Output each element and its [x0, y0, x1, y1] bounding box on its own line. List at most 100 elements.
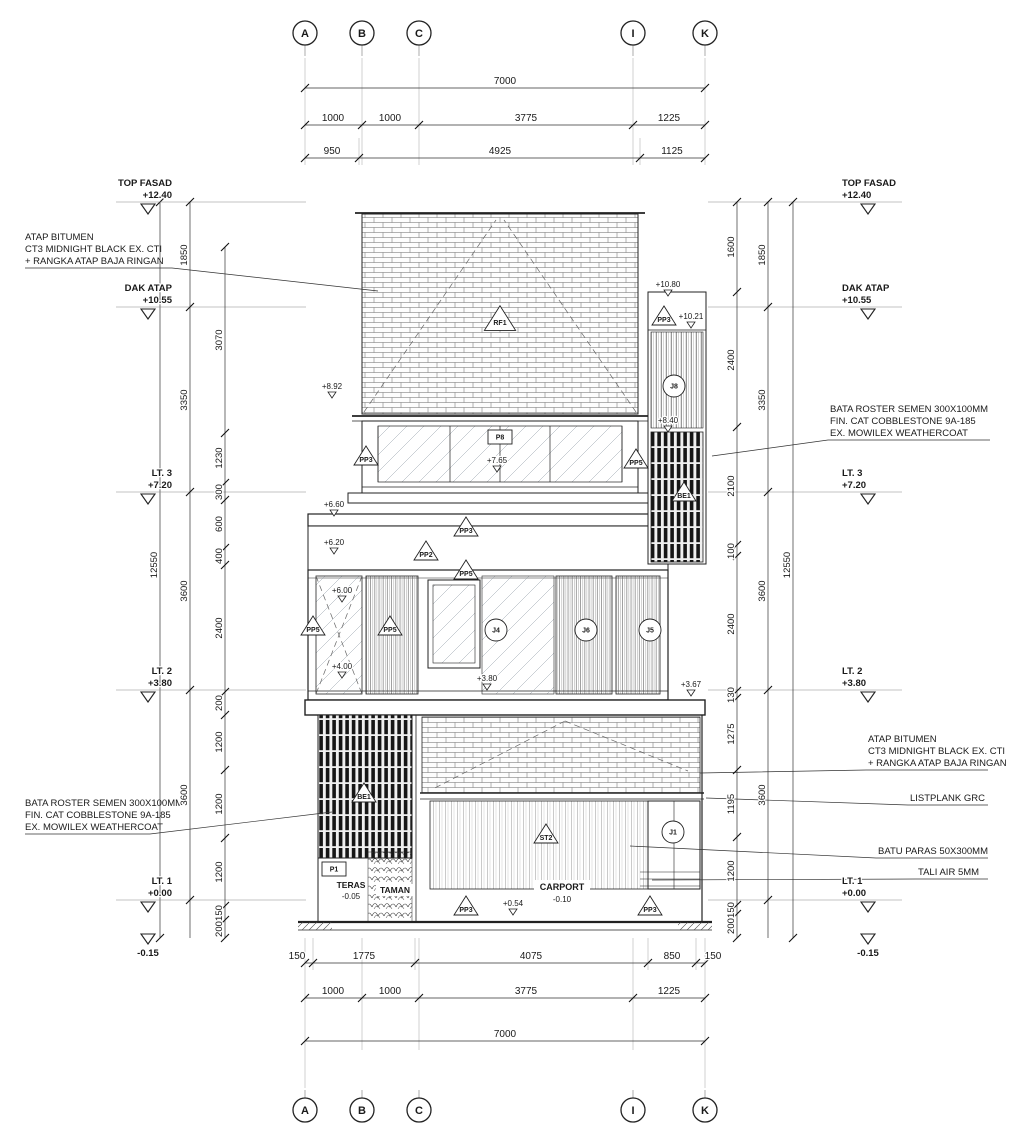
leader-line — [629, 845, 988, 859]
spot-arrow-icon — [329, 509, 339, 517]
annotation-listplank: LISTPLANK GRC — [705, 793, 988, 806]
dimension-text: 3070 — [214, 329, 225, 350]
annotation-line: FIN. CAT COBBLESTONE 9A-185 — [830, 416, 976, 427]
level-marker-icon — [859, 691, 877, 703]
level-value: -0.15 — [137, 948, 159, 959]
level-marker-icon — [139, 691, 157, 703]
grid-bubble-top-3 — [620, 20, 646, 46]
grid-label: B — [358, 28, 366, 40]
level-marker-icon — [859, 493, 877, 505]
level-value: +0.00 — [148, 888, 172, 899]
tag-label: PP5 — [459, 571, 472, 578]
dimension-text: 3775 — [515, 986, 538, 997]
tag-rf1-icon — [483, 304, 517, 331]
room-label-teras: TERAS — [337, 880, 366, 890]
dimension-text: 1600 — [726, 236, 737, 257]
level-value: +0.00 — [842, 888, 866, 899]
lt2-top-slab — [307, 513, 669, 527]
dimension-text: 7000 — [494, 76, 517, 87]
annotation-batu-paras: BATU PARAS 50X300MM — [629, 845, 988, 859]
level-value: +10.55 — [143, 295, 173, 306]
annotation-tali-air: TALI AIR 5MM — [651, 867, 988, 881]
spot-arrow-icon — [337, 595, 347, 603]
lt2-floor-slab — [304, 699, 706, 716]
spot-arrow-icon — [663, 425, 673, 433]
right-tower — [647, 291, 707, 565]
roof-hip-lines — [363, 219, 637, 413]
dimension-text: 1850 — [757, 244, 768, 265]
tag-label: RF1 — [493, 320, 506, 327]
dimension-text: 3600 — [757, 580, 768, 601]
spot-elevation: +6.00 — [332, 586, 353, 595]
grid-label: C — [415, 1105, 423, 1117]
tag-label: P8 — [496, 435, 505, 442]
level-marker-icon — [859, 901, 877, 913]
dimension-text: 12550 — [782, 552, 793, 578]
level-name: DAK ATAP — [842, 283, 890, 294]
annotation-line: + RANGKA ATAP BAJA RINGAN — [25, 256, 164, 267]
grid-bubble-bottom-2 — [406, 1097, 432, 1123]
level-value: +3.80 — [842, 678, 866, 689]
tag-pp5-icon — [623, 448, 649, 469]
grid-bubble-bottom-1 — [349, 1097, 375, 1123]
extension-lines-bottom — [304, 938, 706, 1088]
dimension-text: 950 — [324, 146, 341, 157]
annotation-line: EX. MOWILEX WEATHERCOAT — [830, 428, 968, 439]
extension-lines-top — [304, 58, 706, 165]
tag-label: J4 — [492, 628, 500, 635]
tag-label: PP3 — [359, 457, 372, 464]
spot-elevation: +7.65 — [487, 456, 508, 465]
annotation-line: + RANGKA ATAP BAJA RINGAN — [868, 758, 1007, 769]
tag-pp3-icon — [453, 895, 479, 916]
level-value: +12.40 — [143, 190, 172, 201]
spot-elevation: +0.54 — [503, 899, 524, 908]
ground-line — [298, 920, 712, 931]
grid-bubble-bottom-0 — [292, 1097, 318, 1123]
grid-bubble-top-4 — [692, 20, 718, 46]
level-name: LT. 2 — [152, 666, 172, 677]
tag-label: BE1 — [357, 794, 371, 801]
dimension-text: 150 — [289, 951, 306, 962]
annotation-line: BATU PARAS 50X300MM — [878, 846, 988, 857]
dimension-text: 3350 — [179, 389, 190, 410]
level-value: -0.15 — [857, 948, 879, 959]
dimension-text: 1000 — [322, 986, 345, 997]
dimension-text: 2400 — [726, 349, 737, 370]
level-marker-icon — [859, 933, 877, 945]
dimension-text: 2100 — [726, 475, 737, 496]
tag-pp3-icon — [651, 305, 677, 326]
dimension-text: 1000 — [322, 113, 345, 124]
level-value: +10.55 — [842, 295, 872, 306]
spot-elevation: +6.20 — [324, 538, 345, 547]
tag-pp3-icon — [637, 895, 663, 916]
grid-label: A — [301, 1105, 309, 1117]
spot-arrow-icon — [492, 465, 502, 473]
dimension-text: 1200 — [214, 861, 225, 882]
spot-arrow-icon — [482, 683, 492, 691]
grid-bubble-top-2 — [406, 20, 432, 46]
spot-elevation: +10.80 — [656, 280, 681, 289]
dimension-text: 1125 — [661, 146, 683, 157]
tag-label: ST2 — [540, 835, 553, 842]
level-marker-icon — [859, 203, 877, 215]
tag-label: PP3 — [643, 907, 656, 914]
tag-be1-icon — [671, 481, 697, 502]
dimension-text: 1000 — [379, 113, 402, 124]
tag-pp5-icon — [377, 615, 403, 636]
tag-label: PP5 — [306, 627, 319, 634]
tag-label: PP3 — [459, 907, 472, 914]
dimension-text: 3600 — [757, 784, 768, 805]
dimension-text: 3350 — [757, 389, 768, 410]
dimension-text: 2400 — [726, 613, 737, 634]
tali-air-grooves — [640, 871, 700, 887]
room-label-taman: TAMAN — [380, 885, 410, 895]
grid-label: I — [631, 28, 634, 40]
dimension-text: 200 — [214, 695, 225, 711]
dimension-text: 850 — [664, 951, 681, 962]
dimension-text: 100 — [726, 543, 737, 559]
grid-bubble-bottom-3 — [620, 1097, 646, 1123]
dimension-text: 3600 — [179, 580, 190, 601]
tag-pp3-icon — [353, 445, 379, 466]
tag-label: PP2 — [419, 552, 432, 559]
